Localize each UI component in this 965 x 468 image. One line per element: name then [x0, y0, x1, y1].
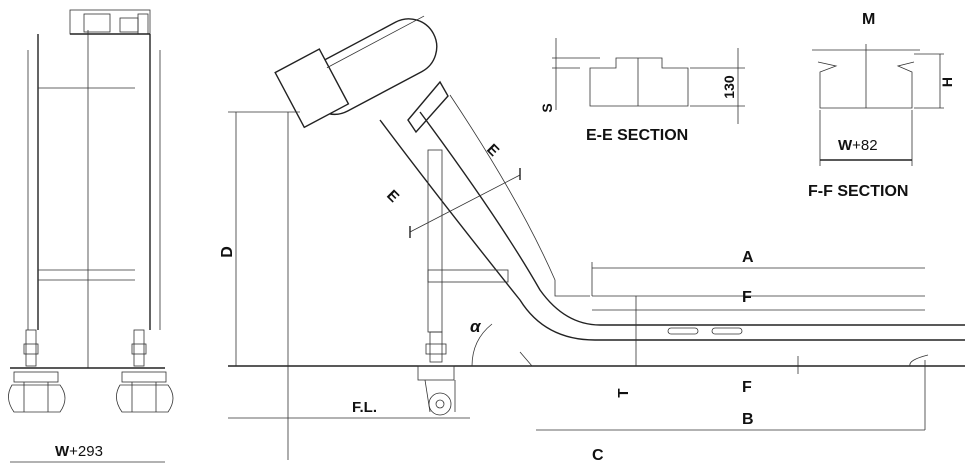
label-a: A	[742, 249, 754, 266]
label-f-bottom: F	[742, 379, 752, 396]
label-w-plus-293: W+293	[55, 443, 103, 460]
label-h: H	[939, 77, 955, 87]
front-view	[8, 9, 174, 463]
label-alpha: α	[470, 317, 482, 336]
label-t: T	[615, 388, 632, 397]
label-fl: F.L.	[352, 399, 377, 416]
label-c: C	[592, 447, 604, 464]
label-s: S	[539, 103, 555, 112]
label-e-lower: E	[383, 187, 402, 206]
label-f-top: F	[742, 289, 752, 306]
f-f-section-title: F-F SECTION	[808, 183, 908, 200]
label-m: M	[862, 11, 875, 28]
label-w-plus-82: W+82	[838, 137, 878, 154]
label-e-upper: E	[483, 141, 502, 160]
label-d: D	[219, 246, 236, 258]
side-view	[228, 15, 965, 460]
e-e-section-title: E-E SECTION	[586, 127, 688, 144]
f-f-section	[812, 44, 944, 166]
label-130: 130	[721, 75, 737, 99]
e-e-section	[552, 38, 745, 124]
label-b: B	[742, 411, 754, 428]
